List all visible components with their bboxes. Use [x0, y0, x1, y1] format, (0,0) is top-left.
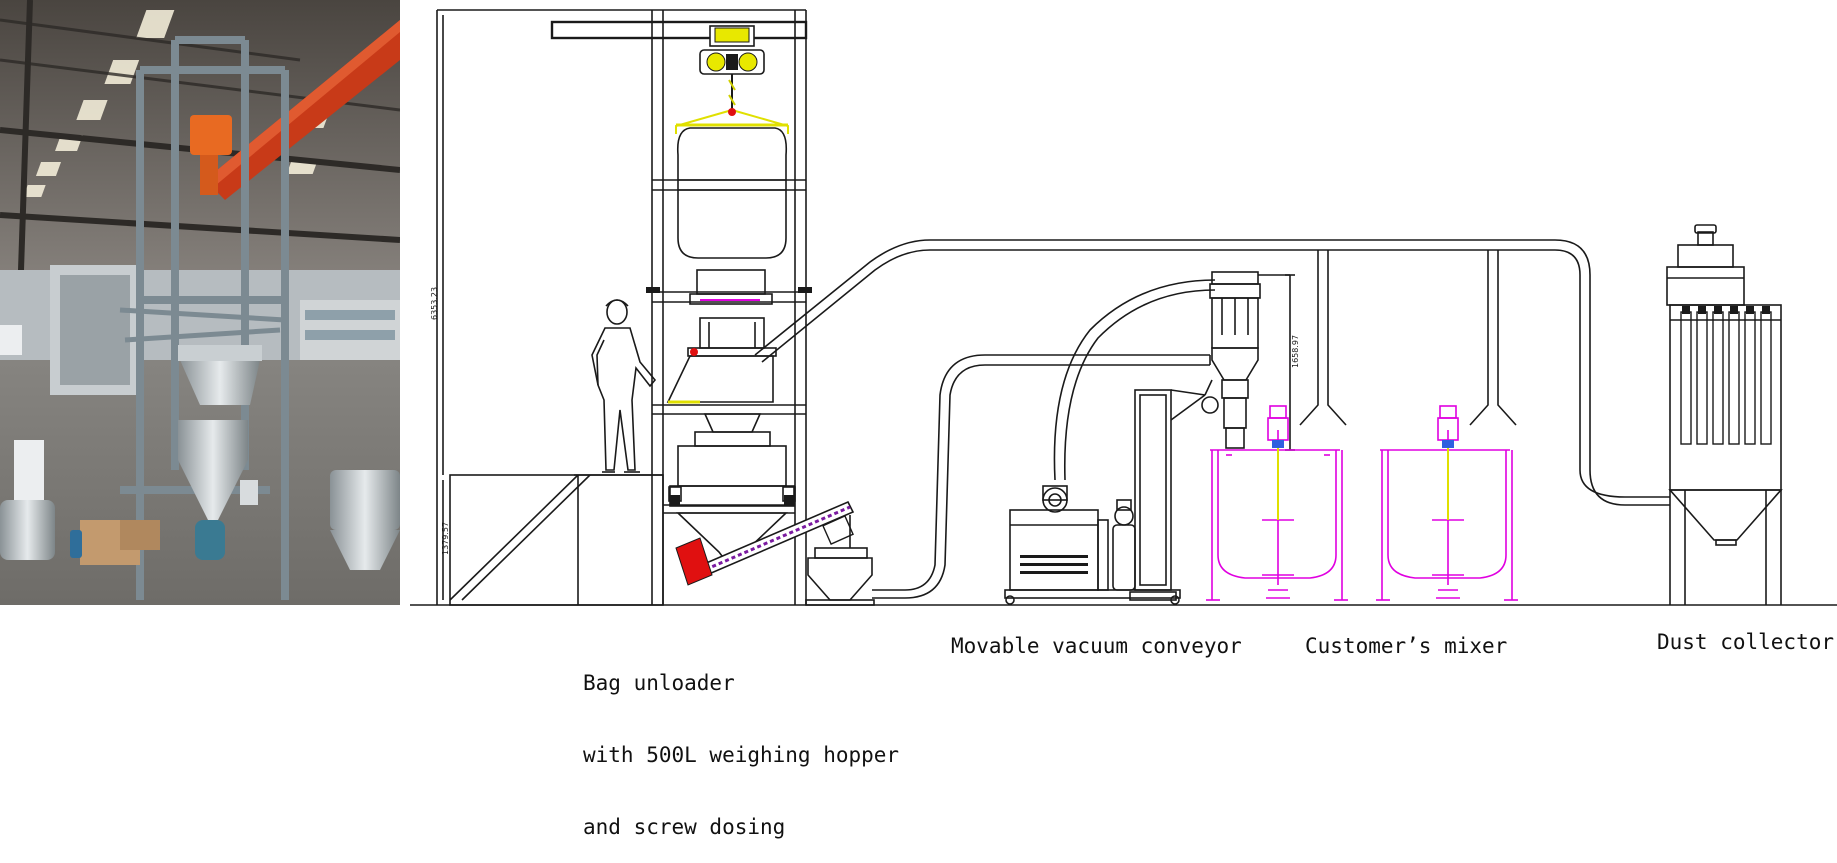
vacuum-suction-hose [1053, 279, 1216, 481]
electric-hoist [675, 25, 789, 134]
caption-vacuum-conveyor: Movable vacuum conveyor [951, 634, 1242, 658]
dimension-conveyor-height: 1658.97 [1291, 335, 1300, 368]
vacuum-receiver [1201, 271, 1295, 451]
customer-mixer-1 [1206, 405, 1348, 601]
process-layout-drawing: 6353.23 1379.57 1658.97 [410, 9, 1837, 606]
screw-conveyor [675, 500, 855, 586]
caption-dust-collector: Dust collector [1657, 630, 1835, 654]
receiving-hopper [807, 557, 873, 601]
operator-figure [591, 299, 657, 473]
caption-bag-unloader-line-2: with 500L weighing hopper [583, 743, 900, 767]
dust-collector [1666, 224, 1783, 605]
caption-bag-unloader-line-1: Bag unloader [583, 671, 735, 695]
operator-platform [449, 474, 664, 606]
filter-bags [1680, 311, 1772, 445]
feed-hopper [666, 355, 774, 403]
caption-bag-unloader: Bag unloader with 500L weighing hopper a… [583, 623, 899, 863]
caption-customer-mixer: Customer’s mixer [1305, 634, 1508, 658]
vacuum-conveyor-mast [1129, 379, 1213, 601]
vacuum-pump-cart [1004, 485, 1181, 605]
caption-bag-unloader-line-3: and screw dosing [583, 815, 786, 839]
factory-photo [0, 0, 400, 605]
bulk-bag [676, 127, 788, 259]
hoist-beam [550, 20, 808, 40]
dimension-frame-height: 6353.23 [430, 287, 439, 320]
conveying-pipe-to-vacuum [872, 354, 1210, 591]
unloader-frame [436, 9, 807, 605]
dimension-platform-height: 1379.57 [441, 522, 450, 555]
conveying-pipe-to-hopper [754, 239, 1670, 506]
